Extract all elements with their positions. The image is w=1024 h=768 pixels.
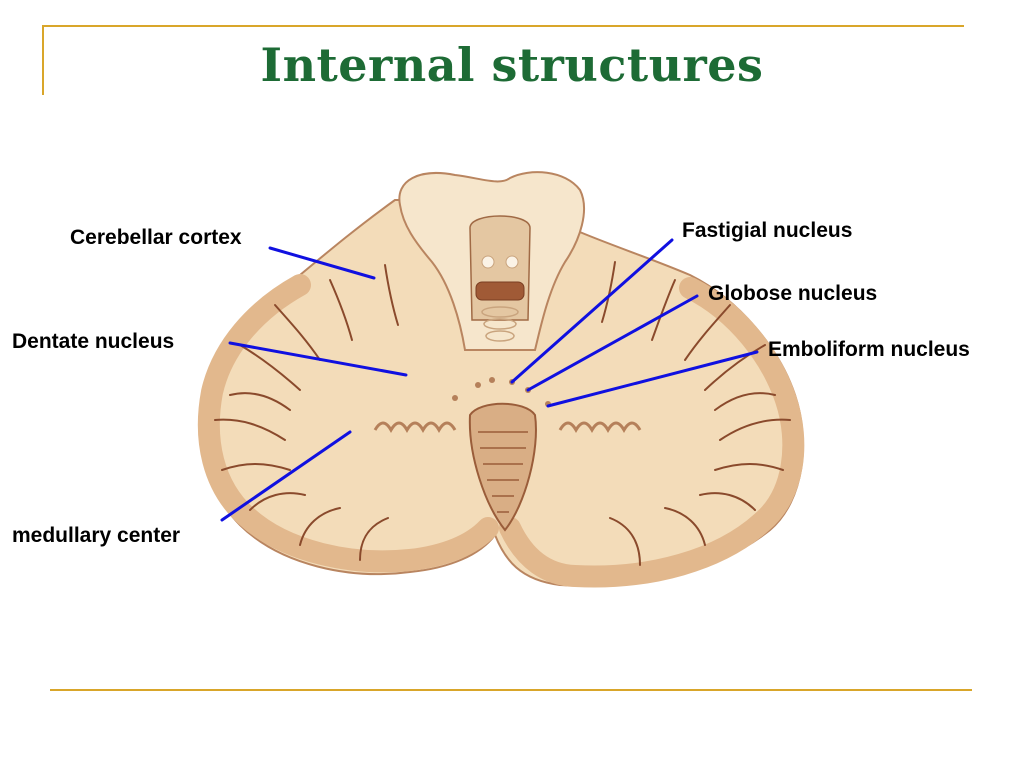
leader-cerebellar-cortex <box>268 246 376 280</box>
left-folia-fissures <box>214 264 399 561</box>
label-dentate-nucleus: Dentate nucleus <box>12 330 175 353</box>
leader-medullary-center <box>220 430 352 522</box>
label-cerebellar-cortex: Cerebellar cortex <box>70 226 242 249</box>
leader-dentate-nucleus <box>228 341 408 377</box>
leader-emboliform-nucleus <box>546 350 759 408</box>
label-emboliform-nucleus: Emboliform nucleus <box>768 338 970 361</box>
cerebellum-illustration <box>197 171 805 588</box>
fourth-ventricle <box>475 281 525 301</box>
brainstem-nucleus-right <box>505 255 519 269</box>
right-folia-fissures <box>601 261 791 566</box>
brainstem-tracts <box>481 306 519 342</box>
leader-globose-nucleus <box>526 294 699 392</box>
dentate-nucleus-left <box>373 421 457 434</box>
brainstem-nucleus-left <box>481 255 495 269</box>
frame-left-rule <box>42 25 44 95</box>
slide-title: Internal structures <box>260 38 764 92</box>
leader-fastigial-nucleus <box>510 238 674 384</box>
dentate-nucleus-right <box>558 421 642 434</box>
label-medullary-center: medullary center <box>12 524 181 547</box>
frame-bottom-rule <box>50 689 972 691</box>
cortex-folia-band <box>197 274 805 588</box>
vermis-notch <box>468 402 537 532</box>
vermis-ridges <box>478 431 528 513</box>
label-globose-nucleus: Globose nucleus <box>708 282 878 305</box>
brainstem-core <box>469 215 531 321</box>
leader-lines <box>220 238 759 522</box>
frame-top-rule <box>42 25 964 27</box>
label-fastigial-nucleus: Fastigial nucleus <box>682 219 853 242</box>
